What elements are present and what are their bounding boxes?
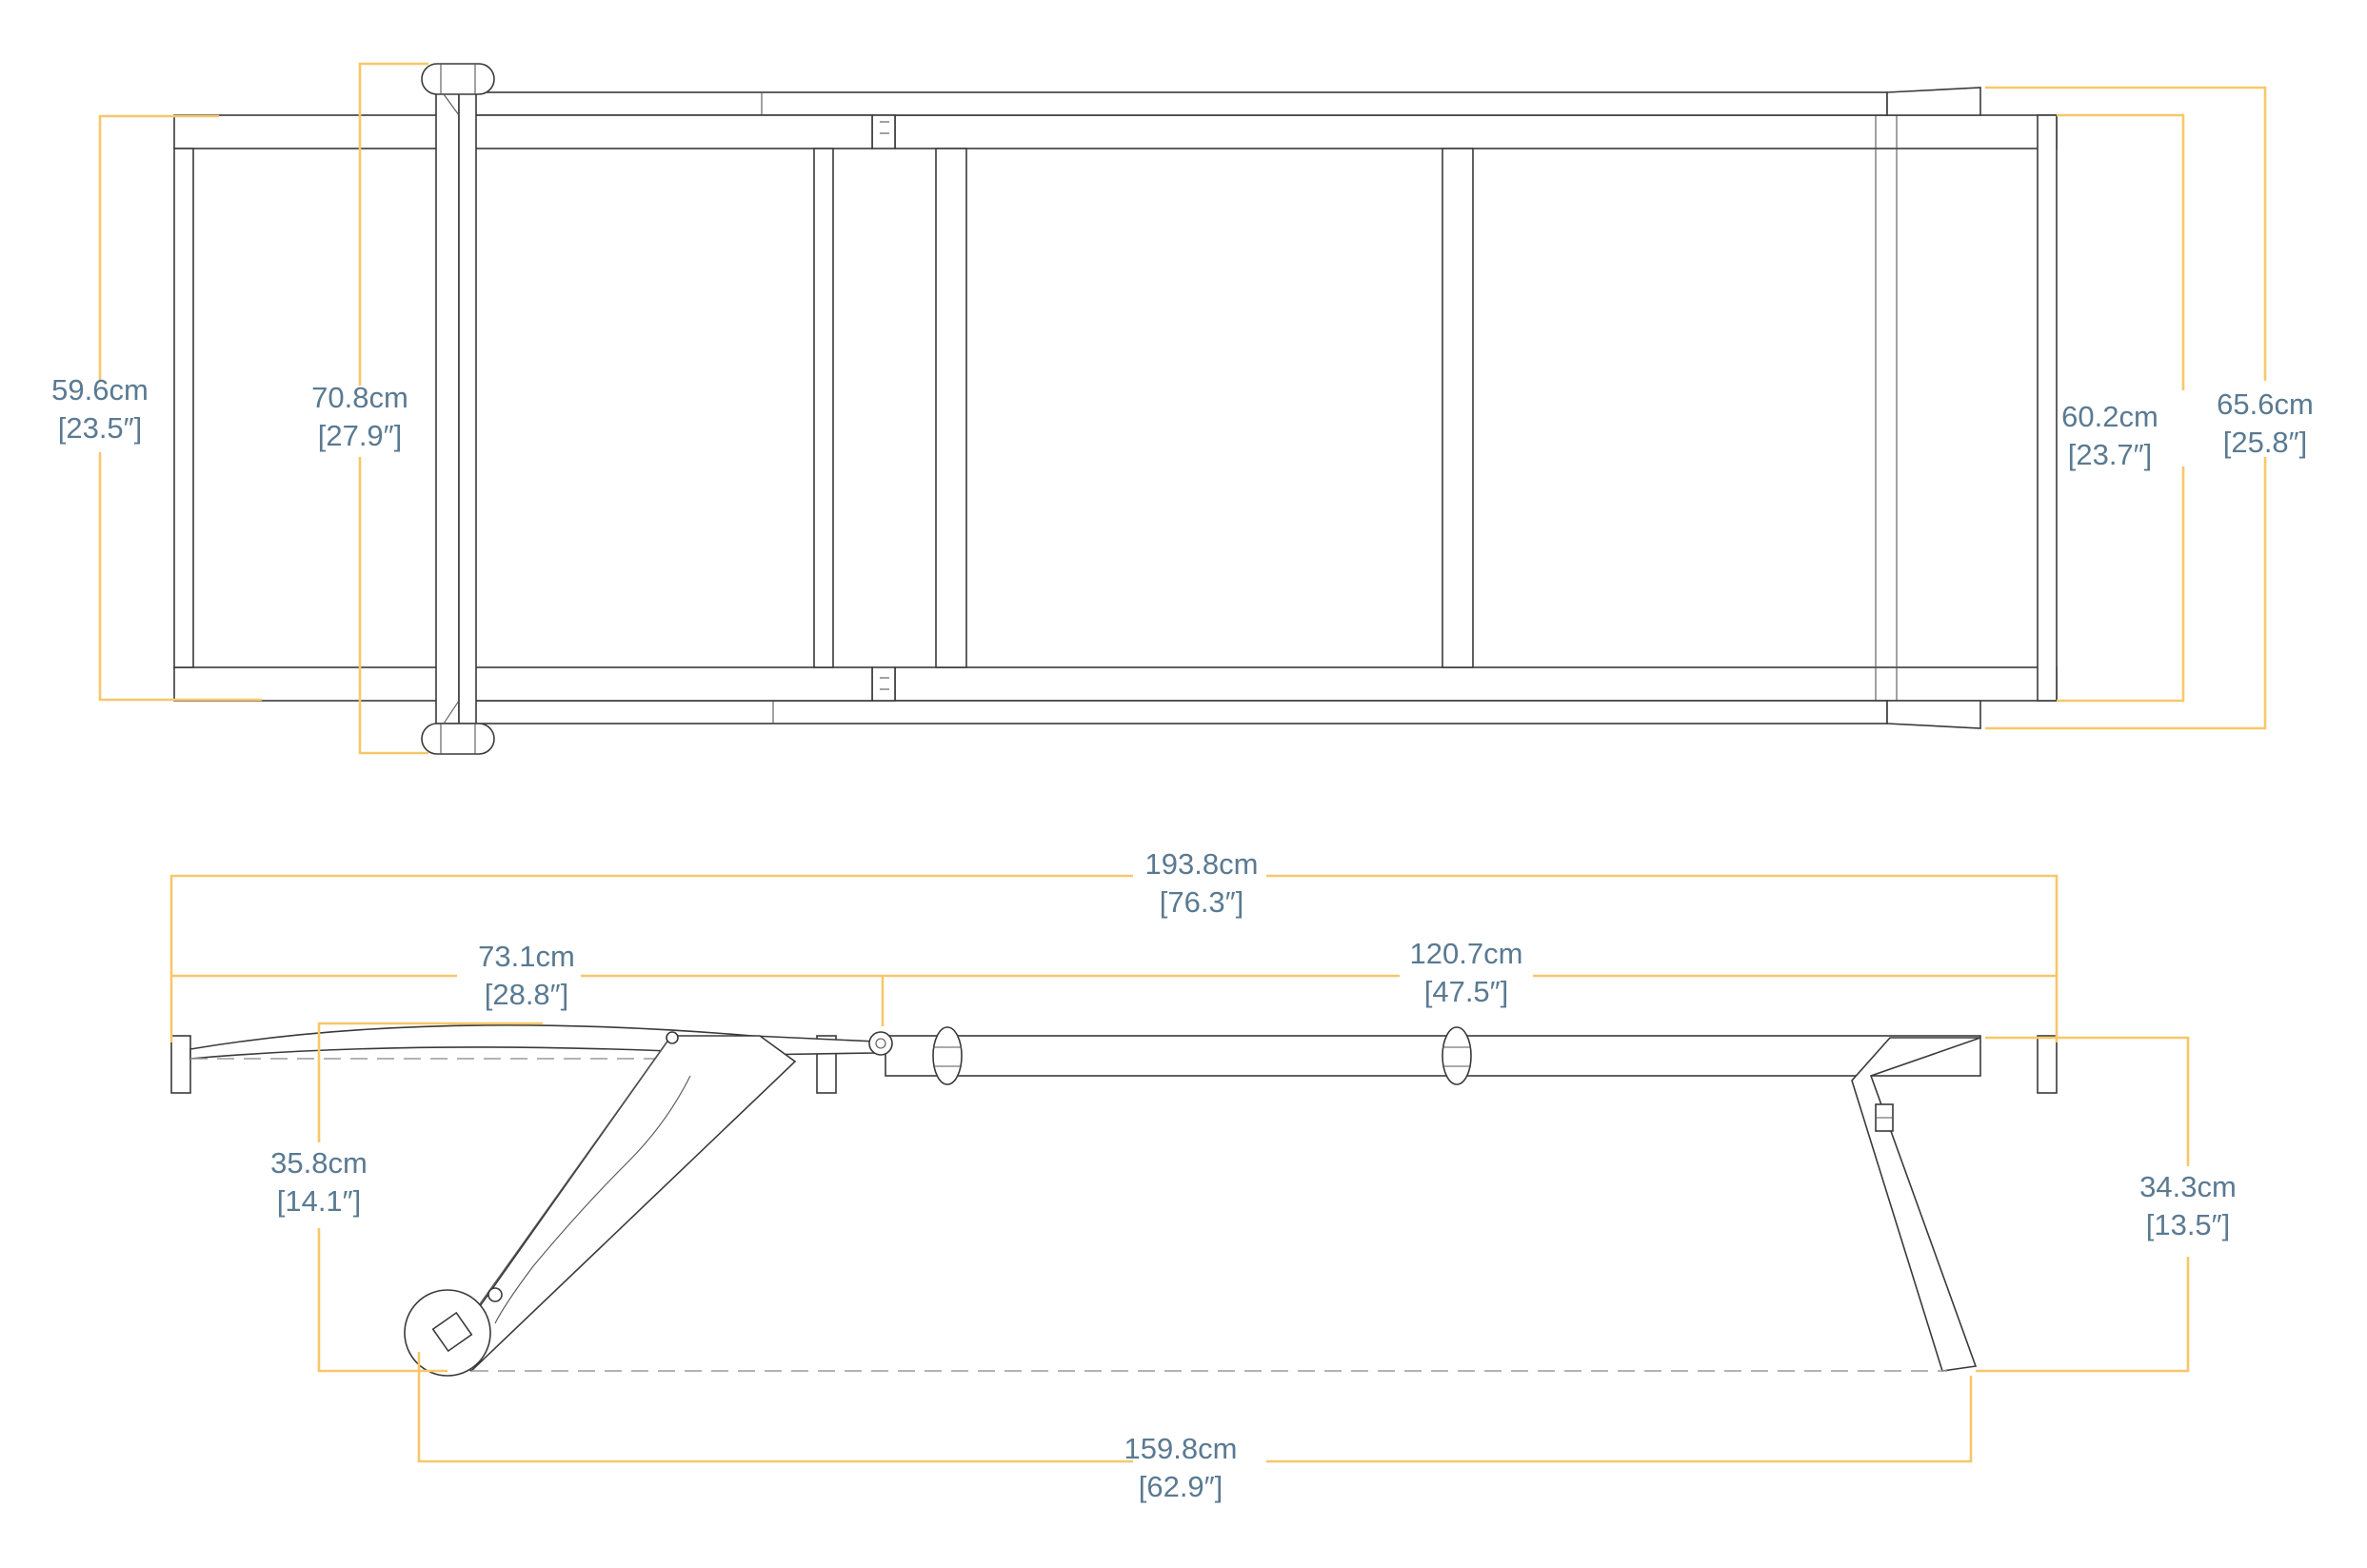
dimension-width-head-inner-in: [23.7″] (2068, 438, 2153, 471)
top-view-frame (173, 63, 2058, 755)
dimension-foot-section-length-cm: 73.1cm (478, 940, 575, 973)
dimension-width-foot-cm: 59.6cm (51, 373, 149, 407)
side-dimension-lines (169, 874, 2190, 1463)
dimension-main-section-length-cm: 120.7cm (1410, 937, 1523, 970)
dimension-head-height-cm: 34.3cm (2139, 1170, 2237, 1203)
top-dimension-lines (98, 62, 2267, 755)
dimension-width-head-outer-in: [25.8″] (2223, 426, 2308, 459)
dimension-overall-length-in: [76.3″] (1160, 885, 1244, 919)
top-view: 59.6cm [23.5″] 70.8cm [27.9″] 60.2cm [23… (51, 62, 2314, 755)
dimension-leg-span-in: [62.9″] (1139, 1470, 1223, 1503)
dimension-overall-length-cm: 193.8cm (1145, 847, 1259, 881)
dimension-width-head-outer-cm: 65.6cm (2217, 387, 2314, 421)
dimension-foot-height-cm: 35.8cm (270, 1146, 368, 1180)
dimension-foot-section-length-in: [28.8″] (485, 978, 569, 1011)
dimension-width-head-inner-cm: 60.2cm (2061, 400, 2158, 433)
dimension-head-height-in: [13.5″] (2146, 1208, 2231, 1241)
dimension-foot-height-in: [14.1″] (277, 1184, 362, 1218)
dimension-main-section-length-in: [47.5″] (1424, 975, 1509, 1008)
side-view-frame (170, 1024, 2058, 1377)
dimension-width-foot-in: [23.5″] (58, 411, 143, 445)
dimension-width-wheels-cm: 70.8cm (311, 381, 408, 414)
dimension-width-wheels-in: [27.9″] (318, 419, 403, 452)
side-view: 193.8cm [76.3″] 73.1cm [28.8″] 120.7cm [… (169, 847, 2237, 1503)
dimension-leg-span-cm: 159.8cm (1124, 1432, 1238, 1465)
